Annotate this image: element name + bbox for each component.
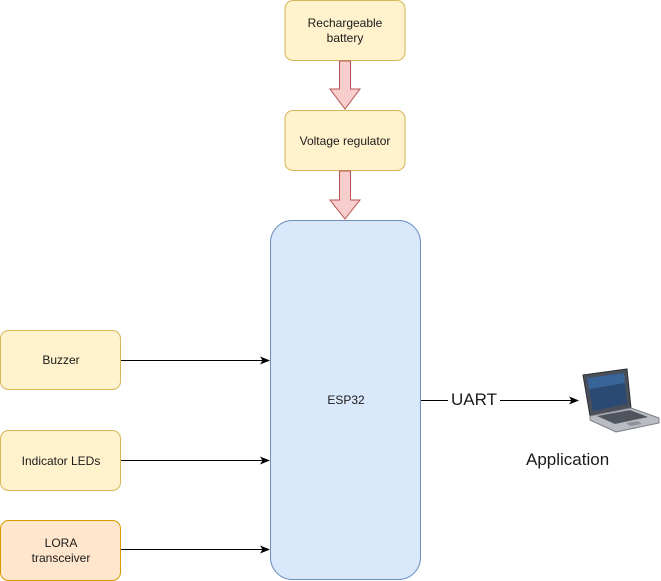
uart-label: UART <box>448 390 500 410</box>
battery-to-regulator-arrow <box>329 60 361 110</box>
esp32-box[interactable] <box>270 220 421 580</box>
lora-box[interactable] <box>0 520 121 581</box>
regulator-box[interactable] <box>284 110 406 171</box>
battery-box[interactable] <box>284 0 406 61</box>
buzzer-box[interactable] <box>0 330 121 390</box>
leds-box[interactable] <box>0 430 121 491</box>
laptop-icon <box>582 368 660 433</box>
regulator-to-esp32-arrow <box>328 170 362 220</box>
application-label: Application <box>526 450 610 469</box>
